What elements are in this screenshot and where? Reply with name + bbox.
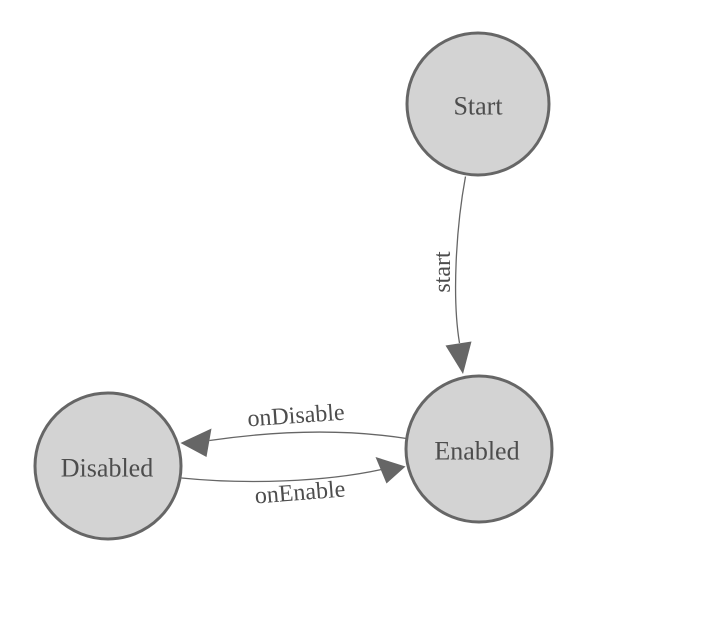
edge-label-ondisable: onDisable — [247, 400, 346, 433]
state-circle[interactable] — [405, 31, 551, 177]
edge-start-to-enabled: start — [430, 176, 472, 374]
state-label: Start — [453, 92, 503, 121]
edge-label-start: start — [430, 251, 456, 293]
state-label: Enabled — [434, 437, 519, 466]
state-node-enabled[interactable]: Enabled — [404, 374, 554, 524]
edge-line — [454, 176, 467, 344]
edge-enabled-to-disabled: onDisable — [180, 400, 407, 457]
edge-line — [209, 431, 407, 442]
state-node-disabled[interactable]: Disabled — [33, 391, 183, 541]
state-circle[interactable] — [404, 374, 554, 524]
arrowhead-down-icon — [445, 341, 472, 374]
edge-disabled-to-enabled: onEnable — [181, 457, 406, 510]
arrowhead-right-icon — [375, 457, 406, 484]
state-label: Disabled — [61, 454, 153, 483]
arrowhead-left-icon — [180, 428, 212, 457]
edge-line — [181, 468, 382, 483]
state-circle[interactable] — [33, 391, 183, 541]
state-node-start[interactable]: Start — [405, 31, 551, 177]
